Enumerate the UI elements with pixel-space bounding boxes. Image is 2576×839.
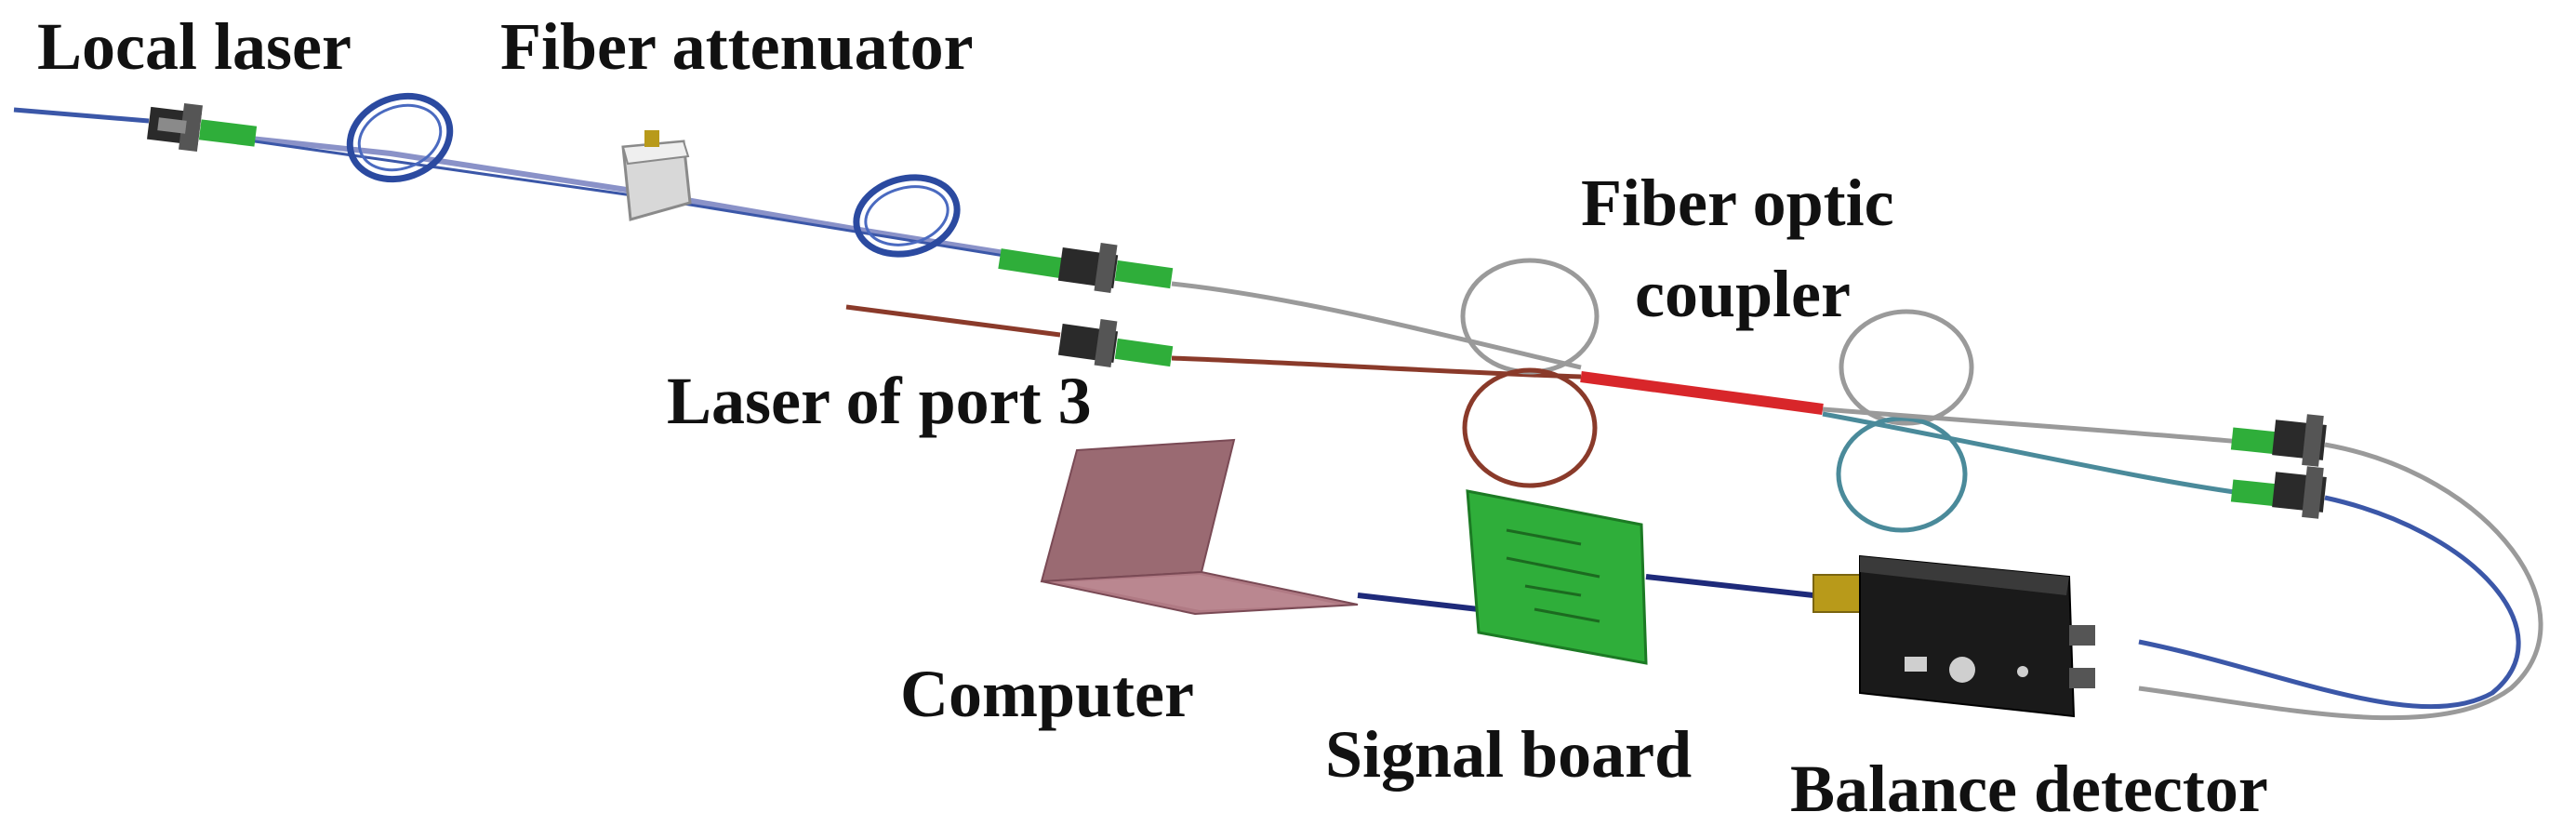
mid-connector-lower <box>1057 318 1174 368</box>
fiber-optic-coupler-label-line1: Fiber optic <box>1581 166 1894 240</box>
fiber-optic-coupler-body <box>1580 371 1824 415</box>
fibers-to-coupler <box>1171 281 1582 380</box>
fiber-attenuator-label: Fiber attenuator <box>500 9 974 84</box>
fibers-to-right-connectors <box>1822 406 2242 496</box>
balance-detector-label: Balance detector <box>1790 752 2268 826</box>
signal-board-label: Signal board <box>1325 717 1693 792</box>
local-laser-label: Local laser <box>37 9 352 84</box>
fiber-spool-1 <box>346 92 454 183</box>
right-connector-lower <box>2230 466 2327 519</box>
laser-port3-label: Laser of port 3 <box>667 364 1092 438</box>
computer-laptop <box>1040 438 1359 616</box>
board-to-detector-cable <box>1645 574 1814 598</box>
signal-board <box>1466 489 1648 665</box>
fibers-to-detector <box>2138 442 2543 721</box>
coupler-output-loops <box>1836 309 1974 533</box>
mid-connector-upper <box>998 243 1174 293</box>
fiber-spool-2 <box>853 174 961 258</box>
balance-detector-device <box>1812 554 2095 718</box>
coupler-input-loops <box>1460 258 1600 488</box>
fiber-attenuator-device <box>621 130 692 221</box>
fiber-optic-coupler-label-line2: coupler <box>1635 257 1851 331</box>
laptop-to-board-cable <box>1357 593 1480 612</box>
right-connector-upper <box>2230 414 2327 467</box>
local-laser-connector <box>147 102 258 153</box>
port3-laser-fiber <box>845 304 1061 338</box>
computer-label: Computer <box>900 657 1194 731</box>
